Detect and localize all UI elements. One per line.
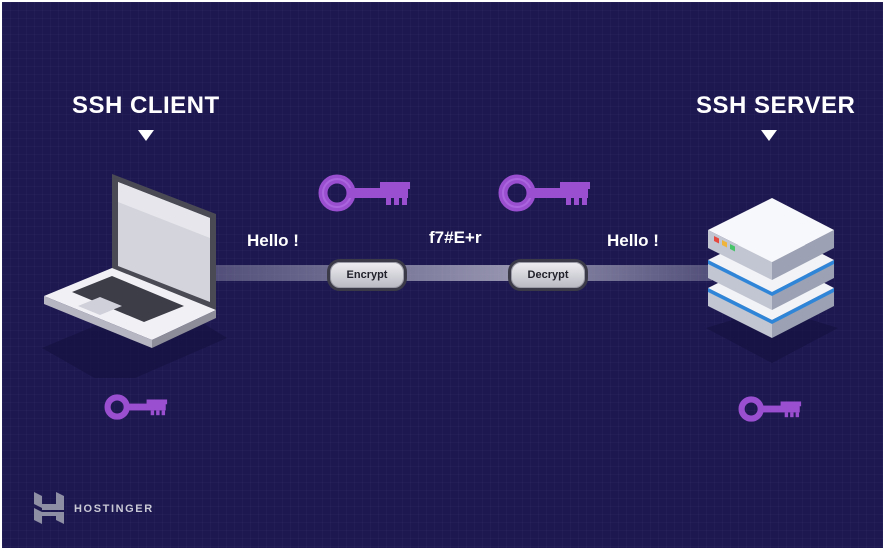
hostinger-logo-icon — [34, 492, 64, 524]
brand-name: HOSTINGER — [74, 503, 154, 515]
decrypt-key-icon — [498, 174, 590, 212]
server-title-pointer-icon — [761, 130, 777, 141]
decrypt-label: Decrypt — [527, 269, 569, 281]
plaintext-message-client: Hello ! — [247, 231, 299, 250]
laptop-icon — [42, 174, 227, 378]
server-icon — [706, 198, 838, 363]
client-key-icon — [104, 394, 168, 420]
client-title: SSH CLIENT — [72, 92, 220, 119]
plaintext-message-server: Hello ! — [607, 231, 659, 250]
client-title-pointer-icon — [138, 130, 154, 141]
server-key-icon — [738, 396, 802, 422]
encrypt-key-icon — [318, 174, 410, 212]
server-title: SSH SERVER — [696, 92, 856, 119]
ciphertext-message: f7#E+r — [429, 228, 482, 247]
encrypt-label: Encrypt — [346, 269, 388, 281]
decrypt-step: Decrypt — [508, 259, 588, 291]
encrypt-step: Encrypt — [327, 259, 407, 291]
ssh-diagram: SSH CLIENT SSH SERVER Hello ! f7#E+r Hel… — [2, 2, 883, 548]
